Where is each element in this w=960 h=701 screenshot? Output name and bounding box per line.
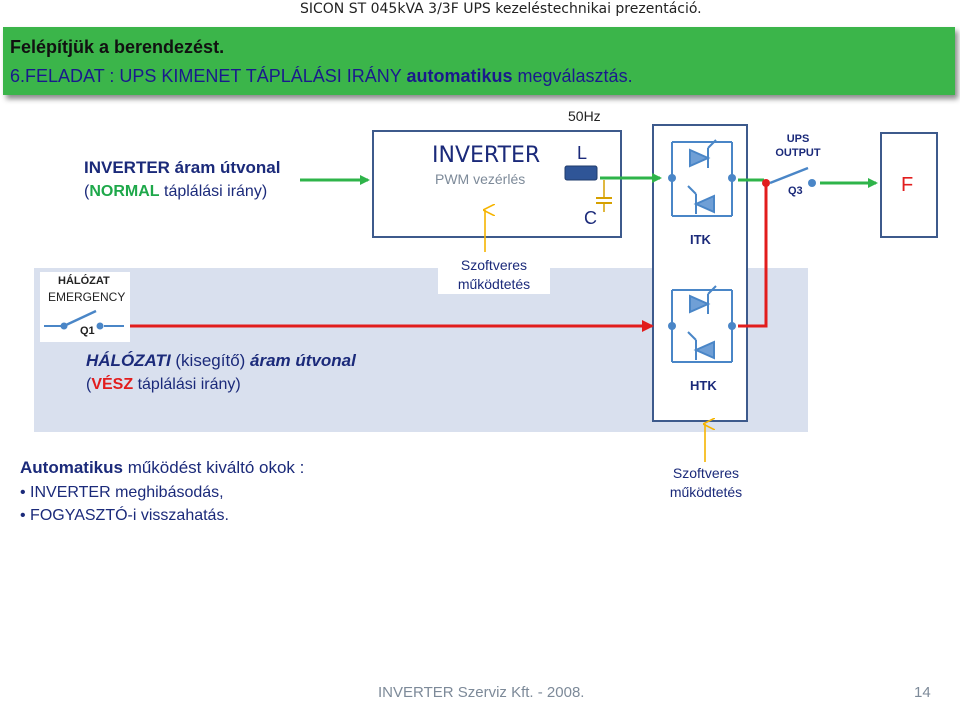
frequency-label: 50Hz xyxy=(568,108,601,124)
cause-text: FOGYASZTÓ-i visszahatás. xyxy=(30,507,229,524)
emergency-highlight: VÉSZ xyxy=(91,376,134,393)
itk-thyristor-pair xyxy=(671,139,733,217)
auto-bold: Automatikus xyxy=(20,458,123,477)
emergency-label: EMERGENCY xyxy=(48,290,126,304)
network-path-title: HÁLÓZATI (kisegítő) áram útvonal xyxy=(86,351,356,371)
footer-company: INVERTER Szerviz Kft. - 2008. xyxy=(378,684,585,701)
load-block xyxy=(880,132,938,238)
cause-item: • INVERTER meghibásodás, xyxy=(20,484,224,501)
ups-output-label: UPS OUTPUT xyxy=(774,132,822,160)
htk-thyristor-pair xyxy=(671,285,733,363)
paren: ( xyxy=(86,376,92,393)
q1-switch-lever xyxy=(65,309,97,327)
inverter-path-title: INVERTER áram útvonal xyxy=(84,158,281,177)
network-bold: HÁLÓZATI xyxy=(86,351,171,370)
network-label: HÁLÓZAT xyxy=(58,275,110,287)
capacitor-label: C xyxy=(584,208,597,228)
cause-item: • FOGYASZTÓ-i visszahatás. xyxy=(20,507,229,524)
software-control-label-1: Szoftveres működtetés xyxy=(438,256,550,294)
itk-label: ITK xyxy=(690,232,711,247)
software-control-label-2: Szoftveres működtetés xyxy=(650,464,762,502)
emergency-path-wire-up xyxy=(738,186,768,328)
network-bold2: áram útvonal xyxy=(250,351,356,370)
network-input-block xyxy=(40,272,130,342)
htk-label: HTK xyxy=(690,378,717,393)
page-number: 14 xyxy=(914,684,931,701)
automatic-causes-title: Automatikus működést kiváltó okok : xyxy=(20,458,304,478)
software-line2: működtetés xyxy=(457,276,531,292)
inductor-label: L xyxy=(577,143,588,163)
task-prefix: 6.FELADAT : UPS KIMENET TÁPLÁLÁSI IRÁNY xyxy=(10,66,407,86)
ups-label: UPS xyxy=(786,133,810,145)
q3-switch-lever xyxy=(769,166,809,185)
network-mid: (kisegítő) xyxy=(170,351,251,370)
inverter-path-subtitle: (NORMAL táplálási irány) xyxy=(84,183,267,201)
paren: ( xyxy=(84,183,90,200)
task-bold-word: automatikus xyxy=(406,66,513,86)
pwm-label: PWM vezérlés xyxy=(435,171,526,187)
output-label: OUTPUT xyxy=(775,147,821,159)
software-line1: Szoftveres xyxy=(460,257,528,273)
presentation-title: SICON ST 045kVA 3/3F UPS kezeléstechnika… xyxy=(300,1,702,17)
inverter-title: INVERTER xyxy=(432,143,541,168)
inverter-path-rest: táplálási irány) xyxy=(159,183,268,200)
banner-task: 6.FELADAT : UPS KIMENET TÁPLÁLÁSI IRÁNY … xyxy=(10,66,633,87)
task-suffix: megválasztás. xyxy=(512,66,633,86)
network-path-rest: táplálási irány) xyxy=(133,376,241,393)
load-label: F xyxy=(901,174,914,196)
auto-rest: működést kiváltó okok : xyxy=(122,458,305,477)
software-line2: működtetés xyxy=(669,484,743,500)
normal-highlight: NORMAL xyxy=(89,183,160,200)
q1-label: Q1 xyxy=(80,325,95,337)
inductor-symbol xyxy=(564,165,598,181)
banner-heading: Felépítjük a berendezést. xyxy=(10,37,225,57)
inverter-block xyxy=(372,130,622,238)
header-banner xyxy=(3,27,955,95)
q3-label: Q3 xyxy=(788,185,803,197)
cause-text: INVERTER meghibásodás, xyxy=(30,484,224,501)
software-line1: Szoftveres xyxy=(672,465,740,481)
network-path-subtitle: (VÉSZ táplálási irány) xyxy=(86,376,241,394)
